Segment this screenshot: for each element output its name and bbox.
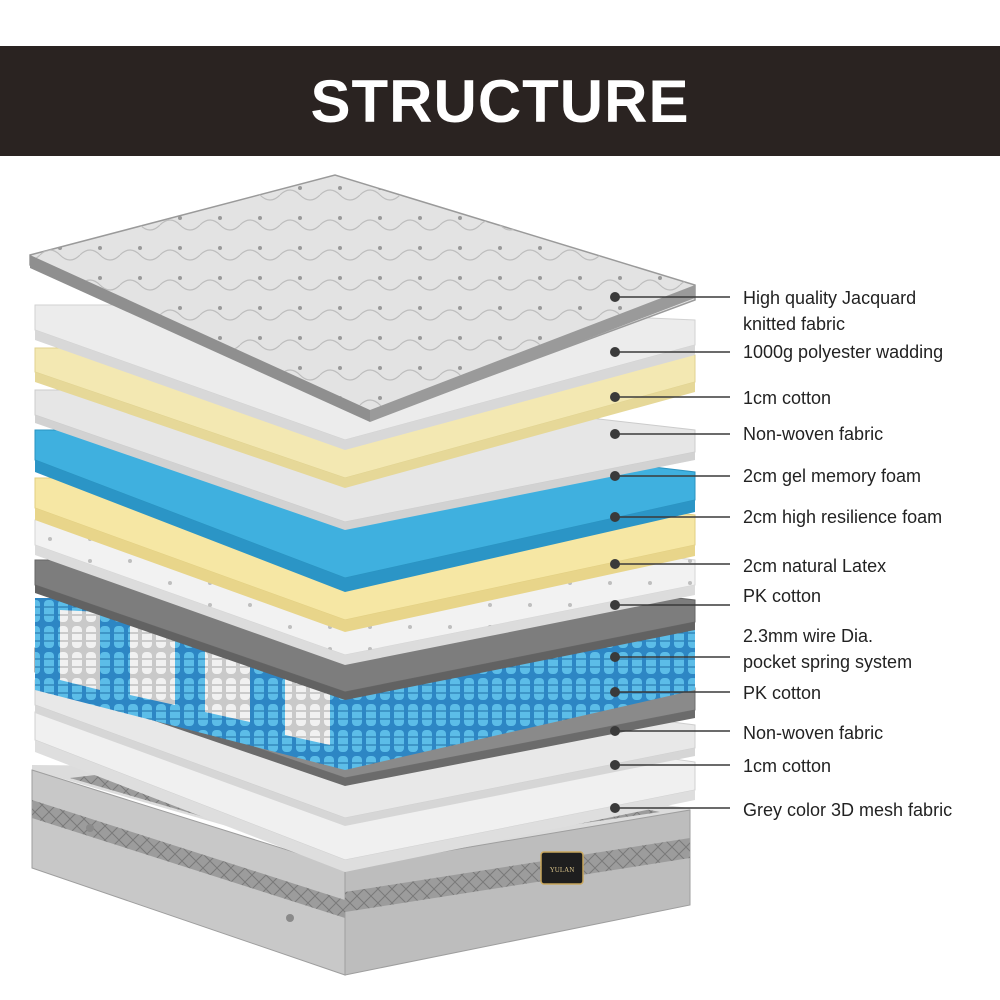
label-pk-cotton-top: PK cotton xyxy=(743,586,822,606)
label-line: knitted fabric xyxy=(743,314,846,334)
vent-icon xyxy=(286,914,294,922)
label-nonwoven-top: Non-woven fabric xyxy=(743,424,884,444)
leader-lines xyxy=(610,292,730,813)
page-title: STRUCTURE xyxy=(310,67,690,135)
label-3d-mesh: Grey color 3D mesh fabric xyxy=(743,800,953,820)
vent-icon xyxy=(86,824,94,832)
label-natural-latex: 2cm natural Latex xyxy=(743,556,887,576)
label-line: High quality Jacquard xyxy=(743,288,917,308)
label-line: pocket spring system xyxy=(743,652,913,672)
label-cotton-bottom: 1cm cotton xyxy=(743,756,832,776)
brand-logo-text: YULAN xyxy=(550,866,575,874)
label-pocket-spring: 2.3mm wire Dia. pocket spring system xyxy=(743,623,912,675)
label-gel-memory-foam: 2cm gel memory foam xyxy=(743,466,922,486)
label-high-resilience-foam: 2cm high resilience foam xyxy=(743,507,943,527)
brand-logo xyxy=(540,851,584,885)
label-line: 2.3mm wire Dia. xyxy=(743,626,874,646)
title-banner: STRUCTURE xyxy=(0,46,1000,156)
layer-jacquard-top xyxy=(29,174,696,422)
label-nonwoven-bottom: Non-woven fabric xyxy=(743,723,884,743)
label-polyester-wadding: 1000g polyester wadding xyxy=(743,342,944,362)
label-jacquard: High quality Jacquard knitted fabric xyxy=(743,285,916,337)
label-pk-cotton-bottom: PK cotton xyxy=(743,683,822,703)
label-cotton-top: 1cm cotton xyxy=(743,388,832,408)
